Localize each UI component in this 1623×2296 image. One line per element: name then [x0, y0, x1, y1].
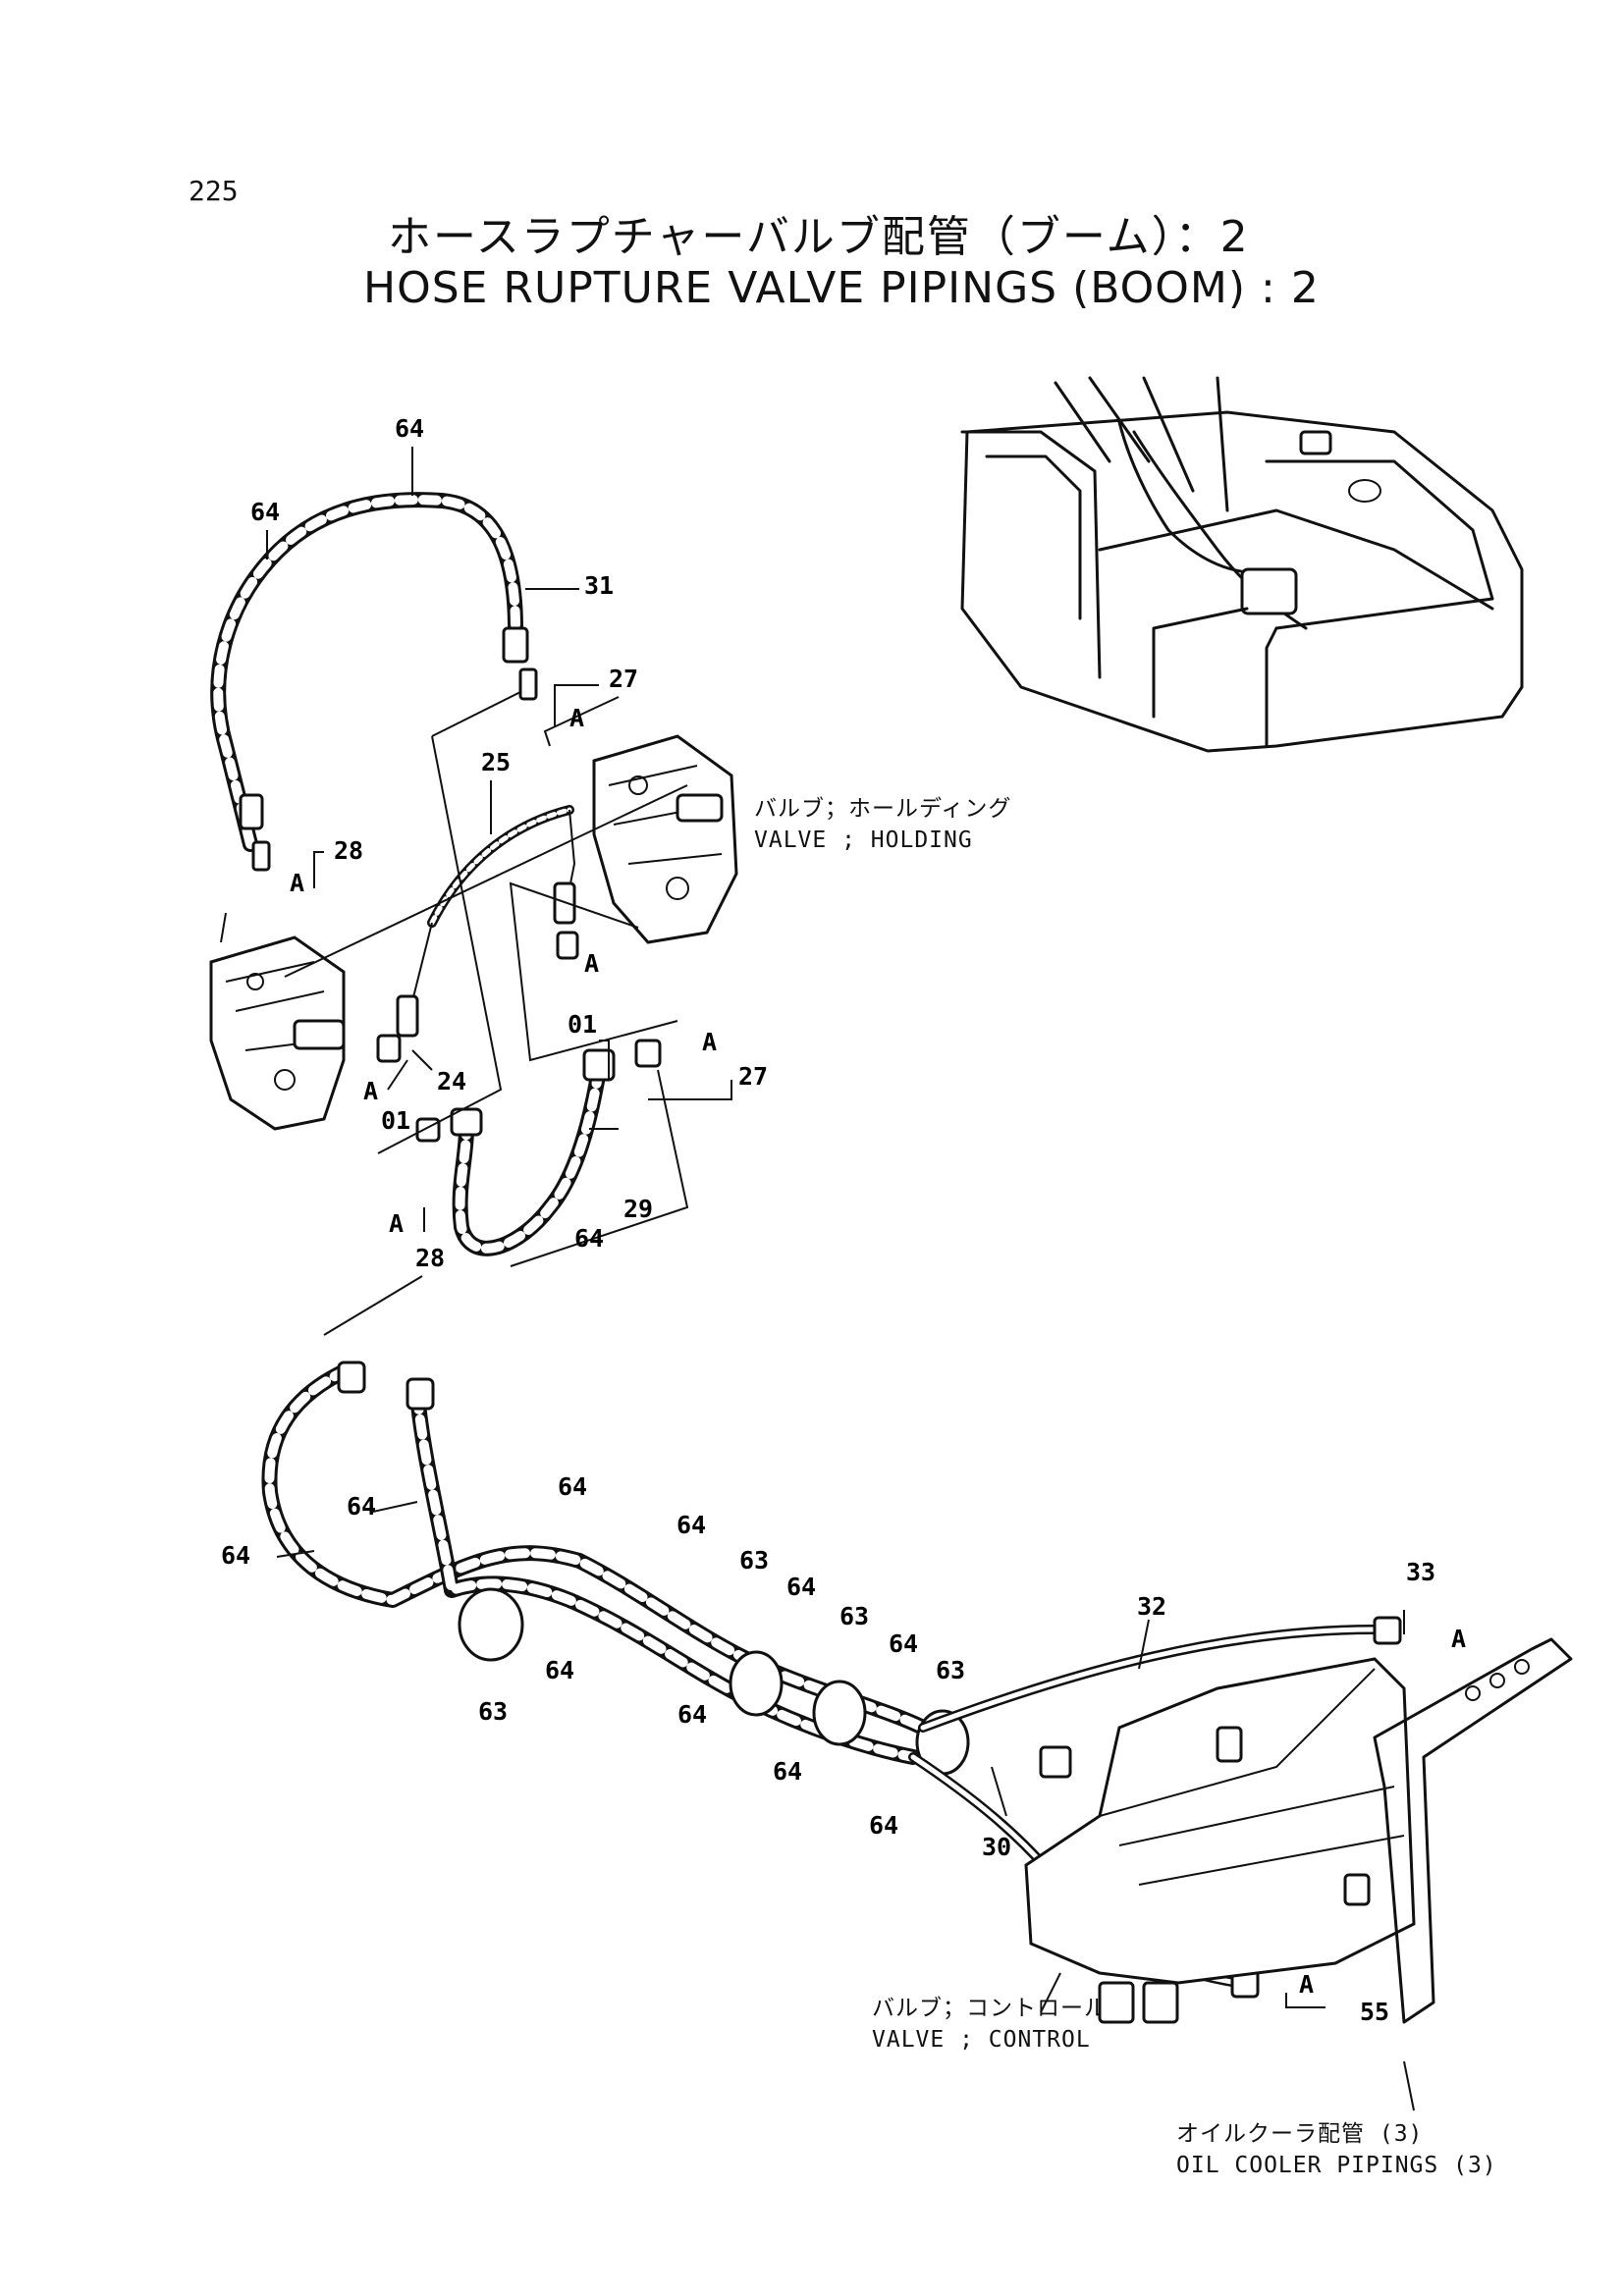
oil-cooler-note: オイルクーラ配管 (3) OIL COOLER PIPINGS (3) [1176, 2118, 1497, 2181]
control-valve-label-en: VALVE ; CONTROL [872, 2027, 1091, 2053]
callout-a: A [389, 1209, 404, 1238]
control-valve-label-jp: バルブ；コントロール [872, 1996, 1108, 2021]
leader-frame-lines [220, 691, 689, 1336]
callout-64: 64 [574, 1224, 604, 1253]
callout-64: 64 [395, 414, 424, 443]
control-valve-note: バルブ；コントロール VALVE ; CONTROL [872, 1993, 1108, 2056]
callout-31: 31 [584, 571, 614, 600]
title-english: HOSE RUPTURE VALVE PIPINGS (BOOM) : 2 [363, 263, 1320, 313]
oil-cooler-pipe [1373, 1637, 1573, 2024]
callout-a: A [363, 1077, 378, 1105]
holding-valve-label-jp: バルブ；ホールディング [754, 796, 1012, 822]
right-holding-valve [592, 734, 738, 944]
callout-a: A [290, 869, 304, 897]
holding-valve-note: バルブ；ホールディング VALVE ; HOLDING [754, 793, 1011, 856]
callout-a: A [569, 704, 584, 732]
oil-cooler-label-en: OIL COOLER PIPINGS (3) [1176, 2153, 1497, 2178]
callout-64: 64 [347, 1492, 376, 1521]
oil-cooler-label-jp: オイルクーラ配管 (3) [1176, 2121, 1424, 2147]
callout-64: 64 [676, 1511, 706, 1539]
callout-a: A [1299, 1970, 1314, 1999]
callout-a: A [584, 949, 599, 978]
callout-27: 27 [738, 1062, 768, 1091]
control-valve-body [1024, 1657, 1416, 2024]
upper-hose-assembly [210, 492, 538, 872]
callout-64: 64 [221, 1541, 250, 1570]
callout-01: 01 [381, 1106, 410, 1135]
excavator-overview [960, 376, 1524, 753]
callout-64: 64 [786, 1573, 816, 1601]
callout-28: 28 [334, 836, 363, 865]
callout-32: 32 [1137, 1592, 1166, 1621]
callout-64: 64 [250, 498, 280, 526]
callout-30: 30 [982, 1833, 1011, 1861]
callout-28: 28 [415, 1244, 445, 1272]
callout-64: 64 [677, 1700, 707, 1729]
callout-leader-lines [266, 447, 1415, 2111]
callout-27: 27 [609, 665, 638, 693]
callout-55: 55 [1360, 1998, 1389, 2026]
callout-29: 29 [623, 1195, 653, 1223]
callout-63: 63 [839, 1602, 869, 1630]
callout-64: 64 [773, 1757, 802, 1786]
callout-25: 25 [481, 748, 511, 776]
callout-a: A [1451, 1625, 1466, 1653]
callout-64: 64 [545, 1656, 574, 1684]
callout-24: 24 [437, 1067, 466, 1095]
middle-hose-assembly [415, 1039, 662, 1256]
lower-hose-bundle [261, 1361, 1402, 1999]
title-japanese: ホースラプチャーバルブ配管（ブーム）：2 [388, 212, 1250, 262]
callout-63: 63 [936, 1656, 965, 1684]
callout-64: 64 [869, 1811, 898, 1840]
callout-64: 64 [889, 1629, 918, 1658]
callout-01: 01 [568, 1010, 597, 1039]
callout-labels: 64 64 31 27 A 25 28 A A 01 A 01 24 A 27 … [221, 414, 1466, 2026]
holding-valve-label-en: VALVE ; HOLDING [754, 828, 973, 853]
callout-63: 63 [739, 1546, 769, 1575]
callout-33: 33 [1406, 1558, 1435, 1586]
left-holding-valve [209, 935, 346, 1131]
page-number: 225 [189, 175, 239, 207]
hose-25-24 [376, 805, 579, 1063]
callout-a: A [702, 1028, 717, 1056]
callout-64: 64 [558, 1472, 587, 1501]
callout-63: 63 [478, 1697, 508, 1726]
